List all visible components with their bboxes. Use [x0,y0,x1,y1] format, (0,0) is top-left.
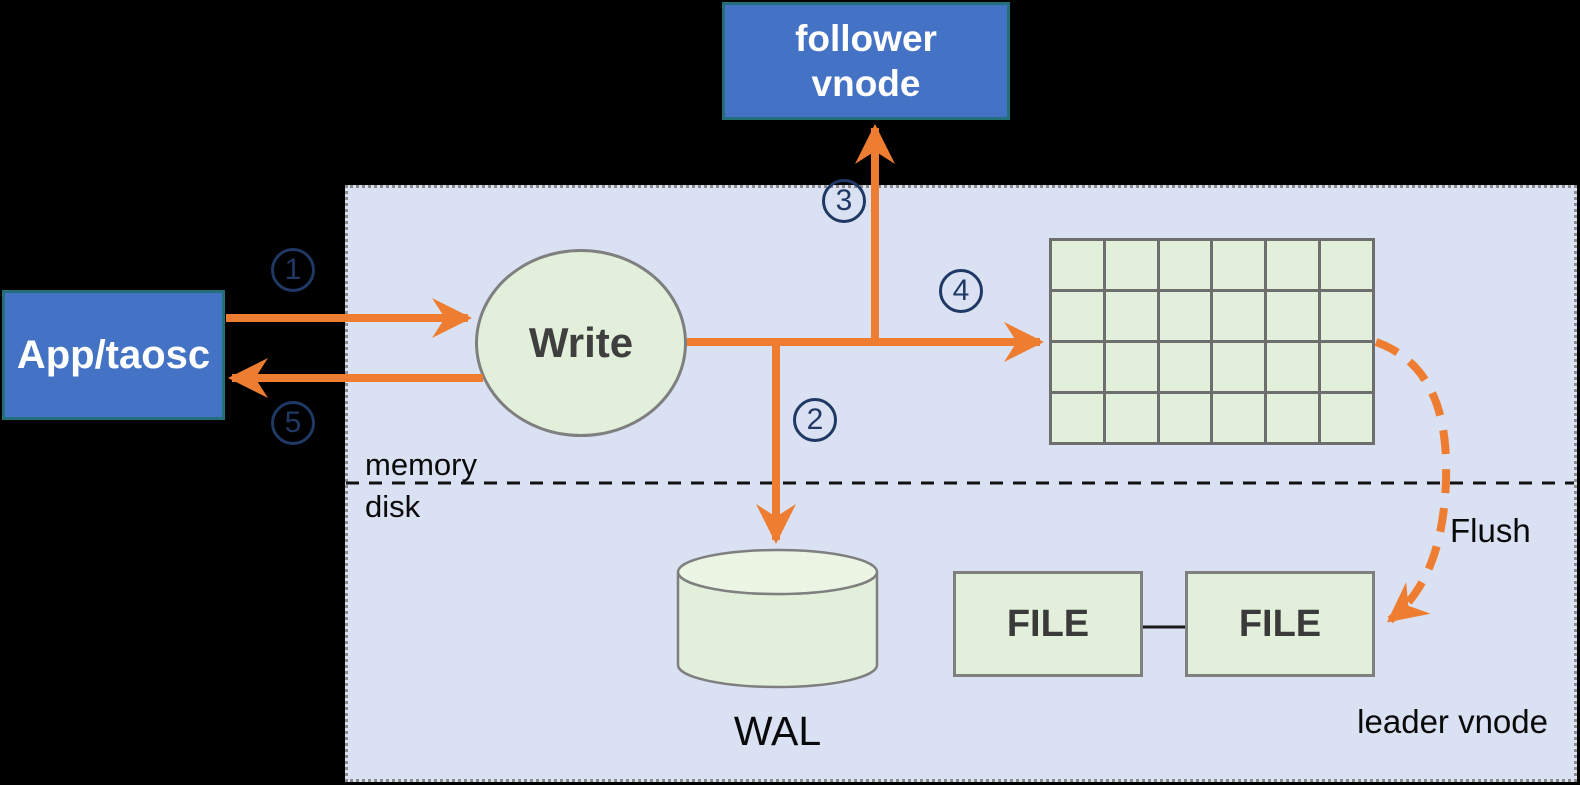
leader-vnode-label: leader vnode [1357,703,1548,740]
grid-cell [1052,343,1103,391]
flush-label: Flush [1450,512,1531,549]
grid-cell [1159,241,1211,289]
file-node-right: FILE [1185,571,1375,677]
grid-cell [1267,343,1319,391]
step-badge-5: 5 [271,401,315,445]
grid-cell [1105,343,1157,391]
grid-cell [1105,292,1157,340]
memory-label: memory [365,447,477,482]
grid-cell [1321,241,1372,289]
grid-cell [1267,241,1319,289]
file-left-label: FILE [1006,602,1090,645]
step-badge-1: 1 [271,248,315,292]
file-right-label: FILE [1238,602,1322,645]
grid-cell [1321,292,1372,340]
grid-cell [1159,394,1211,442]
file-node-left: FILE [953,571,1143,677]
app-taosc-node: App/taosc [2,290,225,420]
step-badge-3: 3 [822,179,866,223]
grid-cell [1213,292,1265,340]
step-badge-4: 4 [939,269,983,313]
grid-cell [1105,394,1157,442]
mem-grid [1049,238,1375,445]
grid-cell [1159,292,1211,340]
grid-cell [1267,394,1319,442]
grid-cell [1213,343,1265,391]
grid-cell [1052,241,1103,289]
step-badge-2: 2 [793,398,837,442]
grid-cell [1105,241,1157,289]
disk-label: disk [365,489,421,524]
follower-vnode-line1: follower [795,17,937,59]
grid-cell [1159,343,1211,391]
app-taosc-label: App/taosc [16,332,211,377]
grid-cell [1321,394,1372,442]
wal-label: WAL [733,708,822,754]
grid-cell [1052,292,1103,340]
grid-cell [1267,292,1319,340]
grid-cell [1213,241,1265,289]
grid-cell [1321,343,1372,391]
write-node: Write [475,249,687,437]
grid-cell [1213,394,1265,442]
follower-vnode-node: follower vnode [722,2,1010,120]
write-node-label: Write [528,319,634,366]
grid-cell [1052,394,1103,442]
follower-vnode-line2: vnode [811,63,921,104]
